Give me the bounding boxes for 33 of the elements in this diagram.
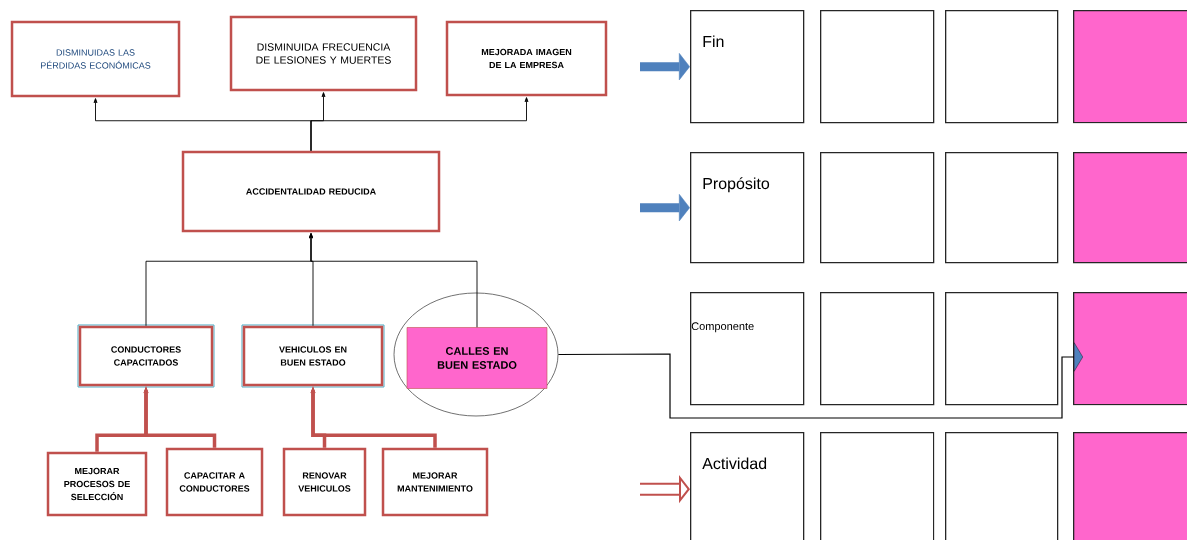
row-header-cell: Fin bbox=[690, 10, 805, 124]
process-box: ACCIDENTALIDAD REDUCIDA bbox=[181, 150, 441, 233]
process-box: RENOVAR VEHICULOS bbox=[282, 447, 367, 517]
arrow bbox=[310, 97, 529, 152]
highlight-box: CALLES EN BUEN ESTADO bbox=[406, 327, 548, 389]
grid-cell bbox=[945, 292, 1059, 406]
grid-cell bbox=[945, 10, 1059, 124]
process-box: CONDUCTORES CAPACITADOS bbox=[77, 324, 215, 388]
grid-cell bbox=[945, 432, 1059, 540]
arrow bbox=[309, 233, 478, 328]
process-box: VEHICULOS EN BUEN ESTADO bbox=[241, 324, 385, 388]
grid-cell bbox=[820, 432, 935, 540]
process-box: MEJORADA IMAGEN DE LA EMPRESA bbox=[445, 20, 608, 97]
grid-cell bbox=[820, 292, 935, 406]
process-box: CAPACITAR A CONDUCTORES bbox=[165, 447, 264, 517]
process-box: DISMINUIDA FRECUENCIA DE LESIONES Y MUERTES bbox=[229, 15, 418, 92]
grid-cell bbox=[1073, 432, 1187, 540]
process-box: MEJORAR MANTENIMIENTO bbox=[381, 447, 489, 517]
grid-cell bbox=[1073, 10, 1187, 124]
ellipse bbox=[393, 292, 559, 417]
row-header-cell: Actividad bbox=[690, 432, 805, 540]
grid-cell bbox=[820, 10, 935, 124]
row-header-cell: Componente bbox=[690, 292, 805, 406]
row-header-cell: Propósito bbox=[690, 152, 805, 264]
grid-cell bbox=[1073, 292, 1187, 406]
process-box: MEJORAR PROCESOS DE SELECCIÓN bbox=[46, 451, 148, 517]
connector-arrow bbox=[557, 342, 1083, 419]
process-box: DISMINUIDAS LAS PÉRDIDAS ECONÓMICAS bbox=[10, 20, 181, 98]
grid-cell bbox=[945, 152, 1059, 264]
block-arrow bbox=[640, 53, 690, 81]
block-arrow bbox=[640, 194, 690, 222]
grid-cell bbox=[820, 152, 935, 264]
grid-cell bbox=[1073, 152, 1187, 264]
